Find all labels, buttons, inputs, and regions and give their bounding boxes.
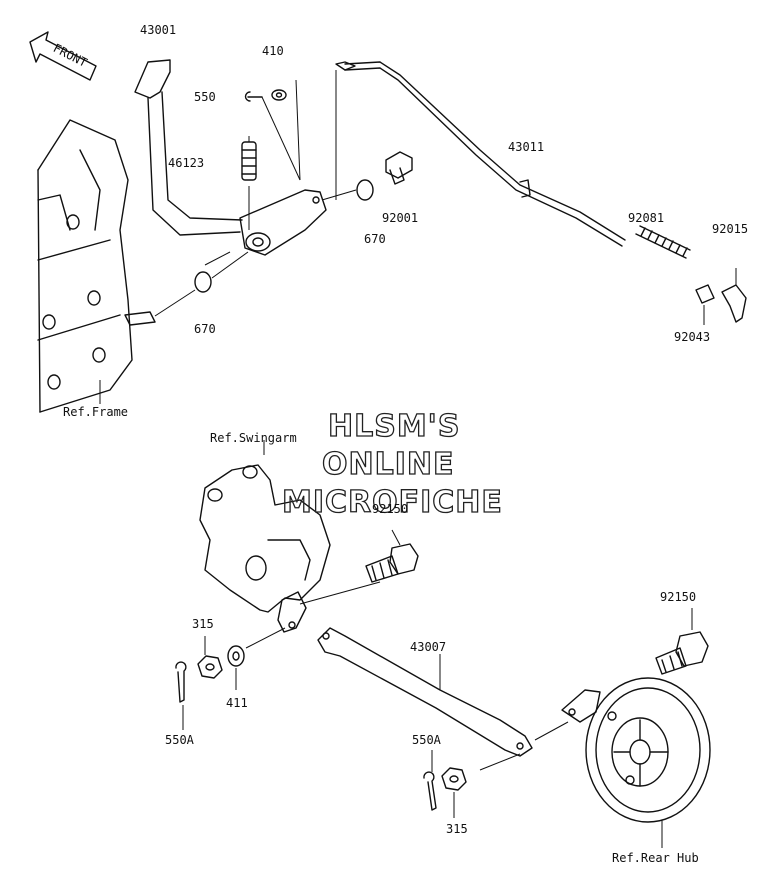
o-ring-upper-part (321, 179, 374, 201)
label-ref-frame: Ref.Frame (63, 405, 128, 419)
rear-hub-part (561, 677, 711, 848)
label-550A-left: 550A (165, 733, 195, 747)
bolt-92001-part (385, 151, 413, 185)
label-670-upper: 670 (364, 232, 386, 246)
front-label: FRONT (51, 41, 90, 70)
frame-part (37, 119, 196, 413)
label-670-lower: 670 (194, 322, 216, 336)
watermark: HLSM'S ONLINE MICROFICHE (281, 408, 503, 520)
bolt-92150-lower-part (655, 608, 709, 675)
cotter-pin-left-part (175, 661, 187, 730)
label-ref-swingarm: Ref.Swingarm (210, 431, 297, 445)
bolt-92150-upper-part (365, 529, 419, 583)
label-43007: 43007 (410, 640, 446, 654)
label-550A-right: 550A (412, 733, 442, 747)
washer-410-part (271, 79, 301, 181)
nut-315-right-part (441, 767, 467, 818)
brake-pedal-part (134, 59, 327, 266)
label-92150-lower: 92150 (660, 590, 696, 604)
nut-315-left-part (197, 636, 223, 679)
label-410: 410 (262, 44, 284, 58)
part-labels: 43001 410 550 46123 92001 670 670 43011 … (63, 23, 748, 865)
label-46123: 46123 (168, 156, 204, 170)
torque-link-part (317, 627, 569, 771)
label-315-right: 315 (446, 822, 468, 836)
label-43011: 43011 (508, 140, 544, 154)
label-92043: 92043 (674, 330, 710, 344)
adjusting-nut-part (721, 268, 747, 323)
watermark-line-3: MICROFICHE (282, 485, 503, 520)
swingarm-part (199, 440, 381, 633)
label-92001: 92001 (382, 211, 418, 225)
spring-part (241, 136, 257, 230)
label-550: 550 (194, 90, 216, 104)
label-92150-upper: 92150 (372, 502, 408, 516)
label-ref-rear-hub: Ref.Rear Hub (612, 851, 699, 865)
rod-spring-part (635, 225, 691, 259)
label-315-left: 315 (192, 617, 214, 631)
front-arrow-icon: FRONT (29, 31, 97, 81)
o-ring-lower-part (194, 251, 249, 293)
label-43001: 43001 (140, 23, 176, 37)
brake-rod-part (335, 61, 626, 247)
label-411: 411 (226, 696, 248, 710)
cotter-pin-part (244, 91, 301, 181)
label-92015: 92015 (712, 222, 748, 236)
watermark-line-2: ONLINE (322, 447, 455, 482)
label-92081: 92081 (628, 211, 664, 225)
watermark-line-1: HLSM'S (328, 409, 460, 444)
cotter-pin-right-part (423, 750, 437, 811)
collar-92043-part (695, 284, 715, 325)
washer-411-part (227, 627, 286, 690)
